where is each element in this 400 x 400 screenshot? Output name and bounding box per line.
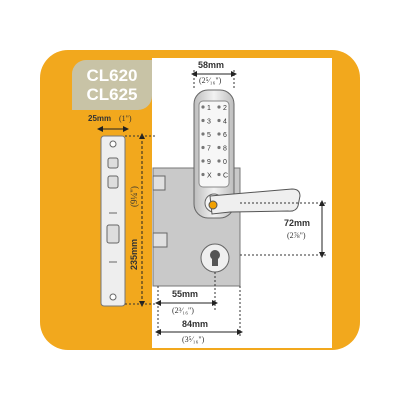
faceplate-width-metric: 25mm [88, 114, 111, 123]
height-metric: 235mm [129, 239, 139, 270]
handle-offset-imperial: (2⅞") [287, 231, 306, 240]
keypad-key-3: 3 [207, 119, 211, 126]
model-label-1: CL620 [86, 66, 138, 85]
keypad-keys: 1 3 5 7 9X 2 4 6 8 0C [201, 105, 228, 180]
keypad-key-dot [201, 172, 205, 177]
keypad-width-imperial: (2⁵⁄₁₆") [199, 76, 222, 85]
keypad-key-8: 8 [223, 146, 227, 153]
keypad-key-C: C [223, 173, 228, 180]
keypad-key-5: 5 [207, 132, 211, 139]
faceplate-width-imperial: (1") [119, 114, 132, 123]
keypad-key-1: 1 [207, 105, 211, 112]
keypad-key-dot [201, 159, 205, 163]
keypad-key-X: X [207, 173, 212, 180]
handle-offset-metric: 72mm [284, 218, 310, 228]
model-tag: CL620 CL625 [72, 60, 152, 110]
keypad-key-dot [217, 159, 221, 163]
model-label-2: CL625 [86, 85, 138, 104]
keypad-key-dot [217, 145, 221, 150]
keypad-key-dot [217, 105, 221, 109]
keypad-key-dot [201, 105, 205, 109]
keypad-key-dot [217, 118, 221, 123]
case-depth-metric: 84mm [182, 319, 208, 329]
keypad-key-2: 2 [223, 105, 227, 112]
keypad-key-dot [201, 145, 205, 150]
keypad-key-dot [217, 172, 221, 177]
case-depth-imperial: (3⁵⁄₁₆") [182, 335, 205, 344]
keypad-key-dot [201, 132, 205, 136]
keypad-key-7: 7 [207, 146, 211, 153]
faceplate [100, 135, 126, 307]
backset-metric: 55mm [172, 289, 198, 299]
lever-handle [208, 188, 301, 215]
keypad-key-4: 4 [223, 119, 227, 126]
keypad-key-6: 6 [223, 132, 227, 139]
keypad-key-0: 0 [223, 159, 227, 166]
keypad-key-dot [201, 118, 205, 123]
keypad-unit [193, 89, 235, 219]
keypad-width-metric: 58mm [198, 60, 224, 70]
keypad-key-9: 9 [207, 159, 211, 166]
backset-imperial: (2³⁄₁₆") [172, 306, 194, 315]
keypad-key-dot [217, 132, 221, 136]
height-imperial: (9¼") [129, 186, 139, 207]
cylinder [200, 243, 230, 273]
